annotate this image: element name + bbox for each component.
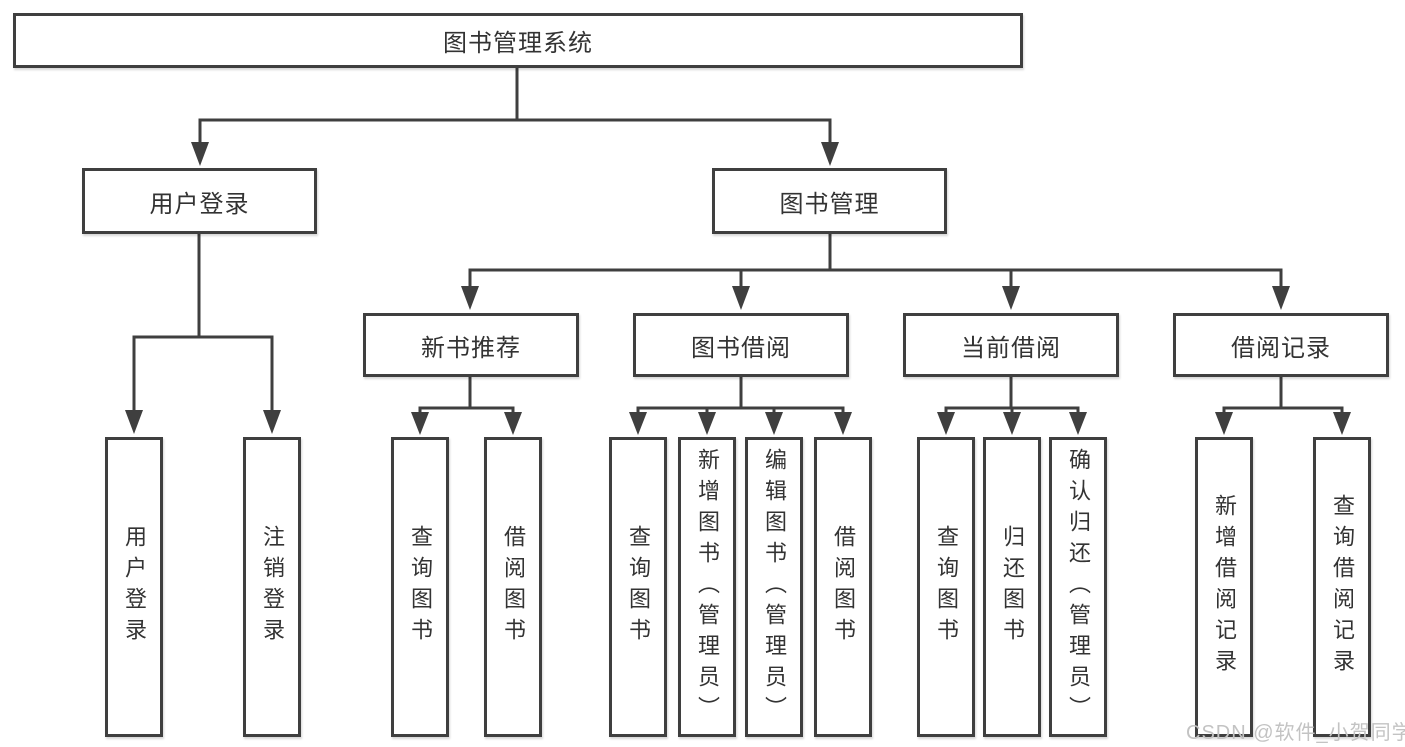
- leaf-add-borrow-record: 新增借阅记录: [1195, 437, 1253, 737]
- node-new-book-recommend: 新书推荐: [363, 313, 579, 377]
- leaf-query-books-borrow: 查询图书: [609, 437, 667, 737]
- leaf-add-book-admin: 新增图书（管理员）: [678, 437, 736, 737]
- leaf-return-books: 归还图书: [983, 437, 1041, 737]
- leaf-logout-login: 注销登录: [243, 437, 301, 737]
- leaf-user-login: 用户登录: [105, 437, 163, 737]
- leaf-confirm-return-admin: 确认归还（管理员）: [1049, 437, 1107, 737]
- leaf-edit-book-admin: 编辑图书（管理员）: [745, 437, 803, 737]
- node-book-management: 图书管理: [712, 168, 947, 234]
- leaf-query-borrow-record: 查询借阅记录: [1313, 437, 1371, 737]
- node-user-login: 用户登录: [82, 168, 317, 234]
- node-borrow-records: 借阅记录: [1173, 313, 1389, 377]
- arrowheads: [125, 142, 1351, 435]
- csdn-watermark: CSDN @软件_小贺同学: [1186, 722, 1405, 744]
- node-book-borrow: 图书借阅: [633, 313, 849, 377]
- leaf-query-books-recommend: 查询图书: [391, 437, 449, 737]
- node-current-borrow: 当前借阅: [903, 313, 1119, 377]
- leaf-borrow-books-recommend: 借阅图书: [484, 437, 542, 737]
- leaf-query-books-current: 查询图书: [917, 437, 975, 737]
- leaf-borrow-books: 借阅图书: [814, 437, 872, 737]
- node-root: 图书管理系统: [13, 13, 1023, 68]
